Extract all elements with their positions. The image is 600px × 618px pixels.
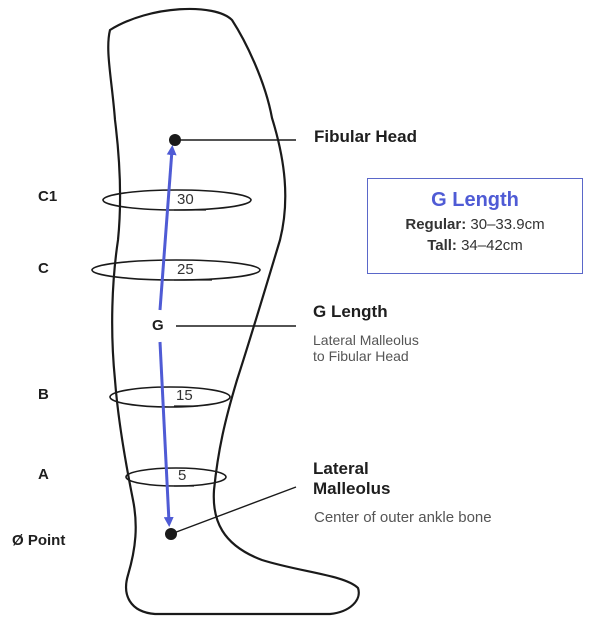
g-callout-title: G Length <box>313 302 388 322</box>
info-box-tall: Tall: 34–42cm <box>368 237 582 254</box>
lateral-malleolus-line-2: Malleolus <box>313 479 390 499</box>
info-box-regular-label: Regular: <box>405 216 466 233</box>
zero-point-label: Ø Point <box>12 532 65 549</box>
level-ellipse-a <box>126 468 226 486</box>
level-label-c1: C1 <box>38 188 57 205</box>
fibular-head-label: Fibular Head <box>314 127 417 147</box>
info-box-tall-label: Tall: <box>427 237 457 254</box>
level-ellipse-c <box>92 260 260 280</box>
lateral-malleolus-label: Lateral Malleolus <box>313 459 390 499</box>
info-box-regular: Regular: 30–33.9cm <box>368 216 582 233</box>
g-length-info-box: G Length Regular: 30–33.9cm Tall: 34–42c… <box>367 178 583 274</box>
level-ellipse-b <box>110 387 230 407</box>
info-box-title: G Length <box>368 189 582 212</box>
info-box-regular-value: 30–33.9cm <box>466 216 544 233</box>
g-callout-desc-2: to Fibular Head <box>313 348 409 364</box>
lateral-malleolus-line-1: Lateral <box>313 459 390 479</box>
level-label-b: B <box>38 386 49 403</box>
g-length-arrow-up <box>160 150 172 310</box>
g-marker: G <box>152 317 164 334</box>
g-callout-desc-1: Lateral Malleolus <box>313 332 419 348</box>
level-value-25: 25 <box>177 261 194 278</box>
g-length-arrow-down <box>160 342 169 522</box>
level-value-30: 30 <box>177 191 194 208</box>
level-value-5: 5 <box>178 467 186 484</box>
malleolus-leader <box>171 487 296 534</box>
lateral-malleolus-desc: Center of outer ankle bone <box>314 510 492 526</box>
level-value-15: 15 <box>176 387 193 404</box>
level-label-c: C <box>38 260 49 277</box>
info-box-tall-value: 34–42cm <box>457 237 523 254</box>
level-label-a: A <box>38 466 49 483</box>
